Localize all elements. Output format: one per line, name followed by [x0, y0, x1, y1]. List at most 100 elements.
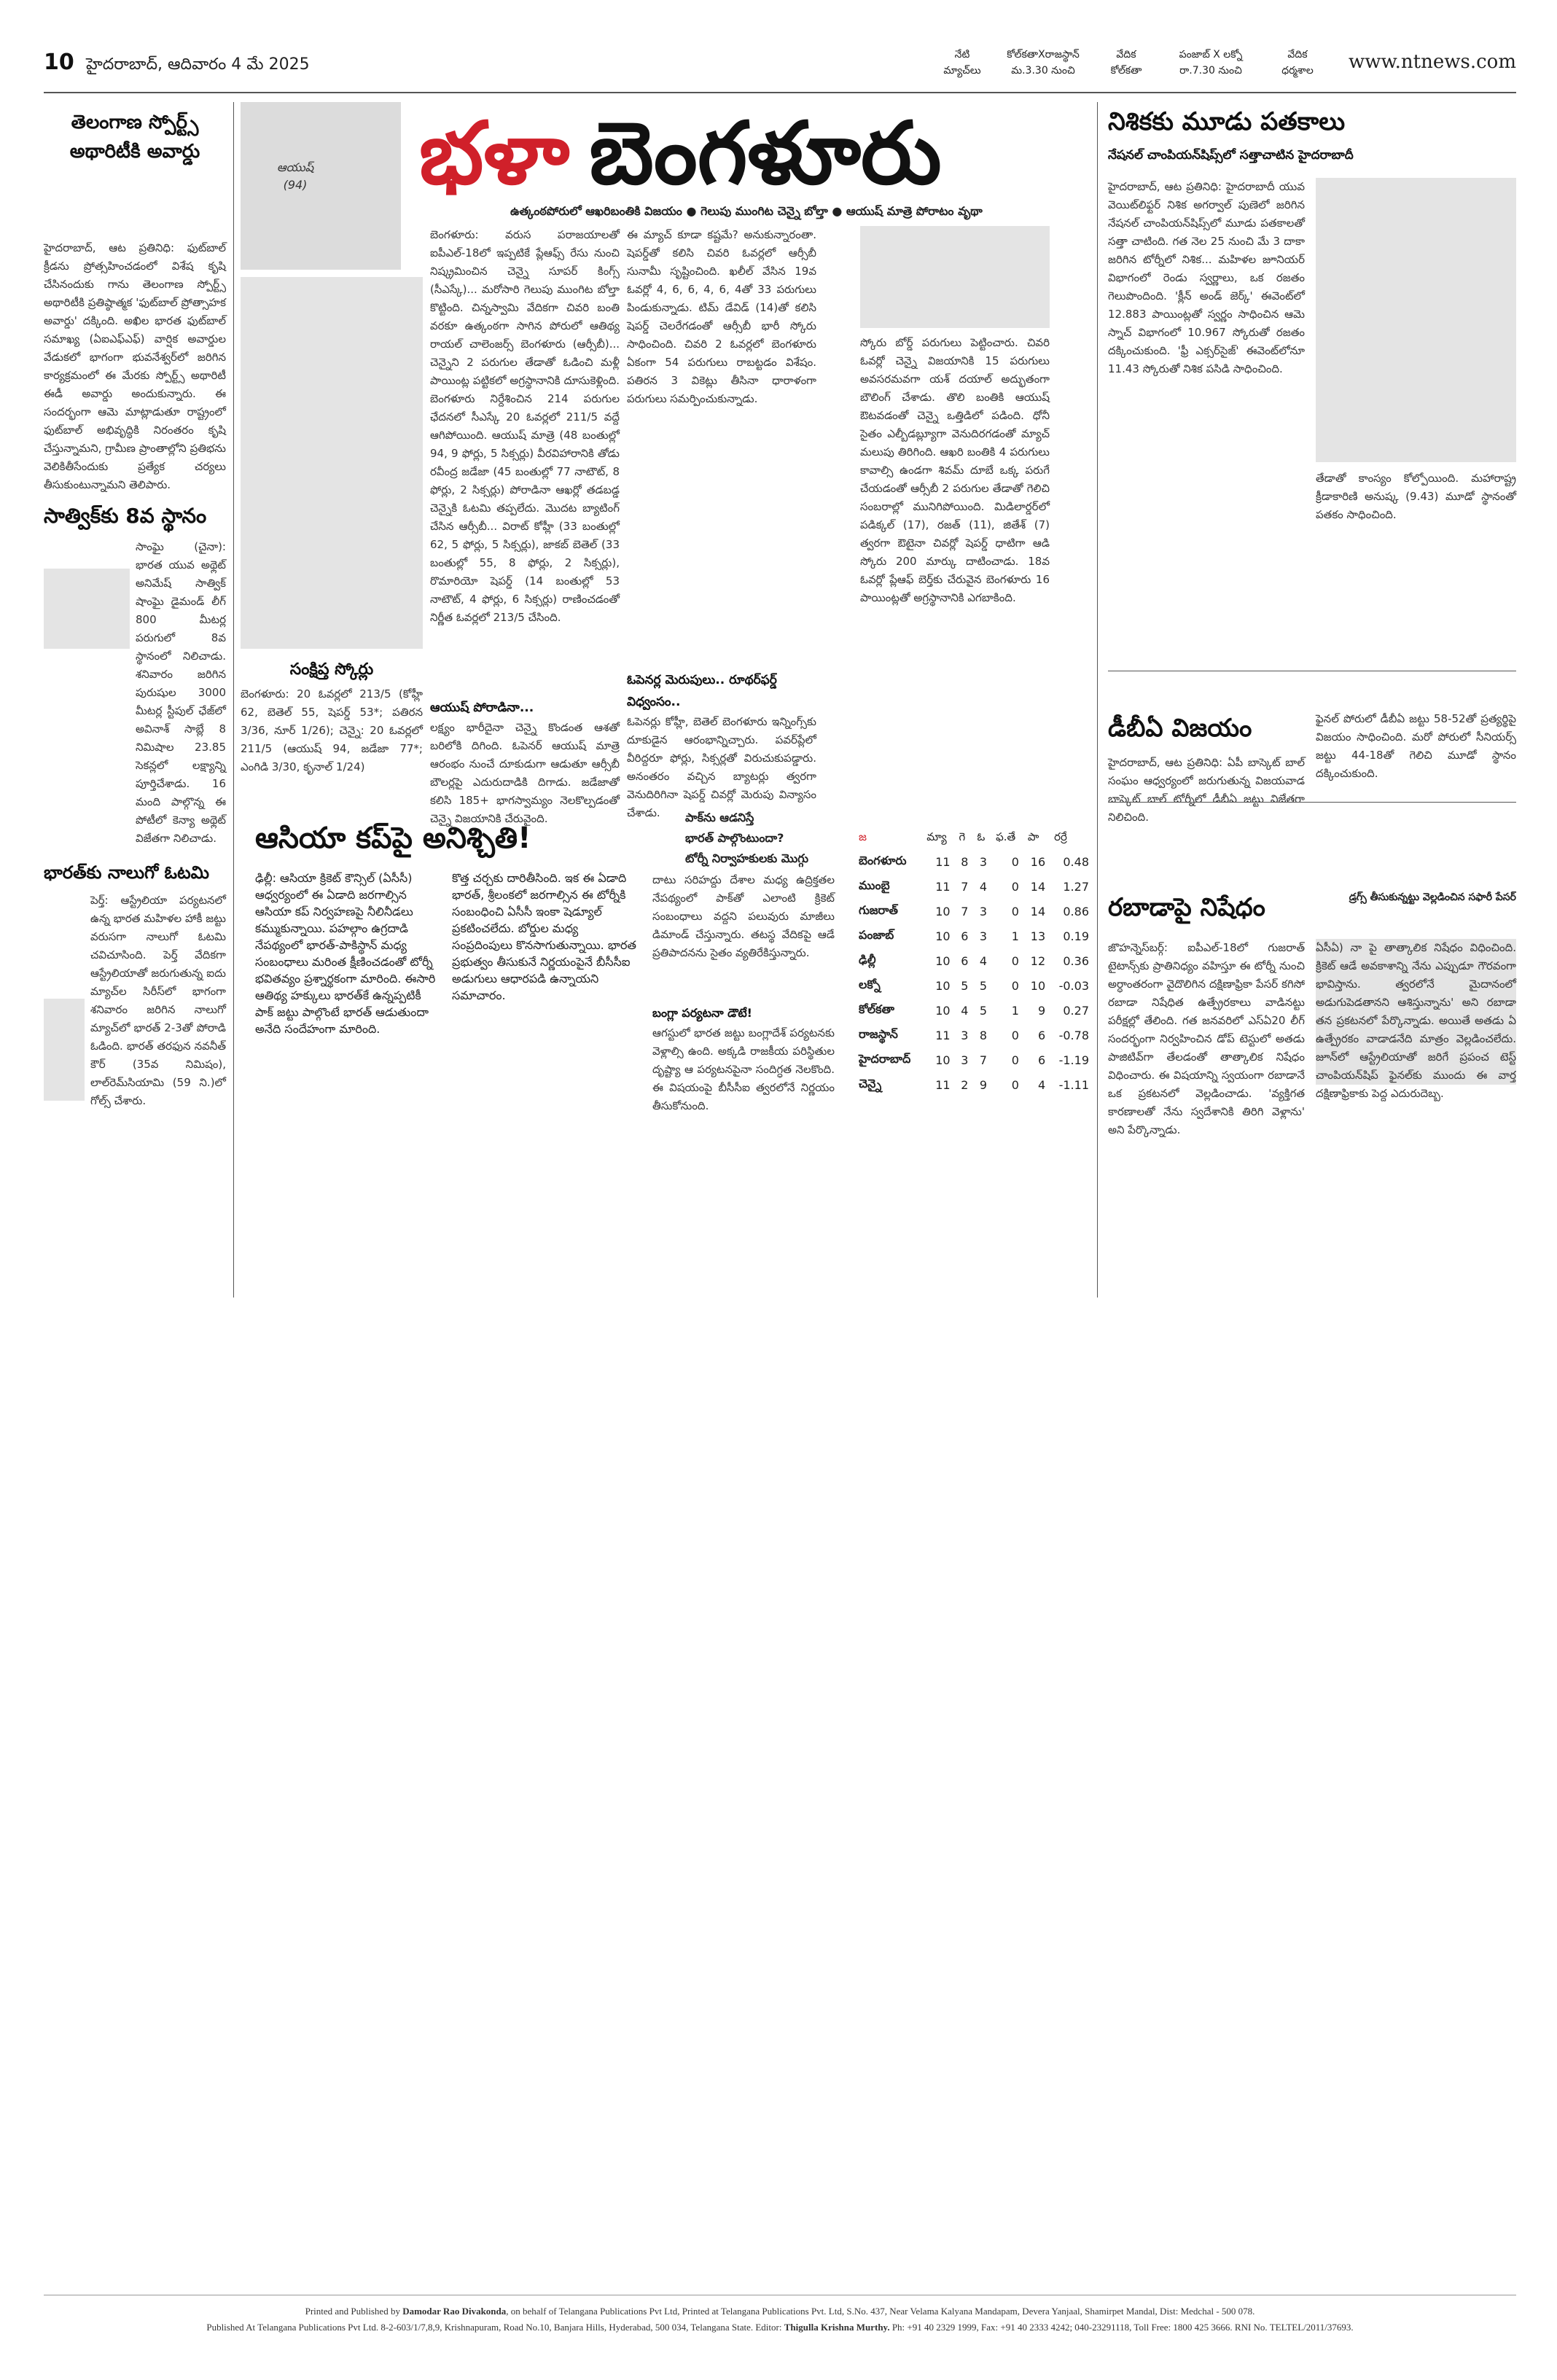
scoreboard-title: సంక్షిప్త స్కోర్లు: [289, 660, 374, 679]
table-cell: 0: [1011, 1053, 1019, 1067]
story-title: నిశికకు మూడు పతకాలు: [1108, 107, 1346, 136]
main-story-col-1: బెంగళూరు: వరుస పరాజయాలతో ఐపీఎల్-18లో ఇప్…: [430, 226, 620, 825]
table-cell: 6: [1037, 1028, 1046, 1042]
story-subhead: ఆయుష్ పోరాడినా...: [430, 701, 534, 715]
table-cell: 3: [979, 929, 988, 943]
fixture-venue-2: వేదిక ధర్మశాల: [1281, 49, 1314, 77]
table-cell: 0.36: [1063, 953, 1089, 968]
table-cell: -1.11: [1058, 1077, 1089, 1092]
points-table-header-cell: రర్రే: [1054, 830, 1067, 843]
website-link[interactable]: www.ntnews.com: [1348, 51, 1516, 73]
asia-cup-col-c: దాటు సరిహద్దు దేశాల మధ్య ఉద్రిక్తతల నేపథ…: [652, 873, 835, 1112]
table-cell: 3: [961, 1028, 969, 1042]
column-rule: [1097, 102, 1098, 1298]
left-column: తెలంగాణ స్పోర్ట్స్ అథారిటీకి అవార్డు హైద…: [44, 102, 226, 1298]
team-name: లక్నో: [859, 977, 881, 991]
header-rule: [44, 92, 1516, 93]
table-cell: 11: [935, 1077, 951, 1092]
table-cell: -0.03: [1058, 978, 1089, 993]
imprint-line: Printed and Published by Damodar Rao Div…: [305, 2306, 1255, 2317]
table-cell: 8: [961, 854, 969, 869]
story-body: ఫైనల్ పోరులో డీబీఏ జట్టు 58-52తో ప్రత్యర…: [1316, 712, 1516, 780]
table-cell: 11: [935, 854, 951, 869]
points-table-header-cell: పా: [1027, 830, 1039, 843]
page-header: 10 హైదరాబాద్, ఆదివారం 4 మే 2025 నేటి మ్య…: [44, 45, 1516, 89]
match-photo: [860, 226, 1050, 328]
fixture-match-2: పంజాబ్ X లక్నో రా.7.30 నుంచి: [1179, 49, 1243, 77]
asia-cup-col-b: కొత్త చర్చకు దారితీసింది. ఇక ఈ ఏడాది భార…: [452, 871, 636, 1002]
story-title: సాత్విక్‌కు 8వ స్థానం: [44, 504, 207, 528]
story-body: సాంఘై (చైనా): భారత యువ అథ్లెట్ అనిమేష్ స…: [136, 540, 226, 845]
section-rule: [1108, 802, 1516, 803]
table-cell: 3: [979, 904, 988, 918]
points-table-header-cell: మ్యా: [926, 830, 947, 843]
points-table-header-cell: గె: [959, 830, 966, 843]
table-cell: 4: [979, 879, 988, 894]
table-cell: 8: [979, 1028, 988, 1042]
team-name: రాజస్థాన్: [859, 1026, 898, 1041]
banner-photo: [241, 102, 401, 270]
table-cell: 16: [1030, 854, 1046, 869]
points-table-header-cell: జ: [859, 830, 867, 843]
asia-cup-kicker: పాక్‌ను ఆడనిస్తే భారత్ పాల్గొంటుందా? టోర…: [685, 811, 809, 865]
table-cell: 14: [1030, 904, 1046, 918]
table-cell: 0: [1011, 953, 1019, 968]
rabada-photo: [1316, 939, 1516, 1085]
table-cell: 0: [1011, 1077, 1019, 1092]
table-cell: 4: [979, 953, 988, 968]
story-subtitle: నేషనల్ చాంపియన్‌షిప్స్‌లో సత్తాచాటిన హైద…: [1108, 148, 1354, 163]
right-column: నిశికకు మూడు పతకాలు నేషనల్ చాంపియన్‌షిప్…: [1108, 102, 1516, 1298]
table-cell: 0.48: [1063, 854, 1089, 869]
table-cell: 0.86: [1063, 904, 1089, 918]
story-body: ఏసీఏ) నా పై తాత్కాలిక నిషేధం విధించింది.…: [1316, 941, 1516, 1100]
story-body: ఓపెనర్లు కోహ్లీ, బెతెల్ బెంగళూరు ఇన్నింగ…: [627, 715, 816, 819]
story-subhead: ఓపెనర్ల మెరుపులు.. రూథర్‌ఫర్డ్ విధ్వంసం.…: [627, 673, 777, 709]
table-cell: 3: [979, 854, 988, 869]
table-cell: 0: [1011, 904, 1019, 918]
table-cell: 6: [961, 953, 969, 968]
team-name: కోల్‌కతా: [859, 1002, 894, 1016]
table-cell: 0: [1011, 1028, 1019, 1042]
main-story-col-3: స్కోరు బోర్డ్ పరుగులు పెట్టించారు. చివరి…: [860, 226, 1050, 809]
table-cell: 10: [935, 929, 951, 943]
table-cell: 0: [1011, 854, 1019, 869]
hockey-photo: [44, 999, 85, 1101]
column-rule: [233, 102, 234, 1298]
story-body: హైదరాబాద్, ఆట ప్రతినిధి: ఏపీ బాస్కెట్ బా…: [1108, 756, 1305, 824]
table-cell: 10: [935, 1053, 951, 1067]
team-name: పంజాబ్: [859, 927, 894, 942]
table-cell: 11: [935, 1028, 951, 1042]
photo-caption: ఆయుష్ (94): [276, 160, 314, 192]
fixtures-box: నేటి మ్యాచ్‌లు కోల్‌కతాXరాజస్థాన్ మ.3.30…: [940, 47, 1349, 83]
points-table-header-cell: ఓ: [977, 830, 986, 843]
fixtures-label: నేటి మ్యాచ్‌లు: [943, 49, 981, 77]
asia-cup-headline: ఆసియా కప్‌పై అనిశ్చితి!: [255, 822, 531, 855]
table-cell: 4: [961, 1003, 969, 1018]
scoreboard-photo: [241, 277, 423, 649]
table-cell: 7: [979, 1053, 988, 1067]
table-cell: 2: [961, 1077, 969, 1092]
table-cell: 1: [1011, 1003, 1019, 1018]
table-cell: 5: [961, 978, 969, 993]
story-title: డీబీఏ విజయం: [1108, 714, 1252, 743]
story-body: బెంగళూరు: వరుస పరాజయాలతో ఐపీఎల్-18లో ఇప్…: [430, 228, 620, 624]
table-cell: 10: [935, 953, 951, 968]
table-cell: 10: [935, 904, 951, 918]
table-cell: 1: [1011, 929, 1019, 943]
story-subhead: బంగ్లా పర్యటనా డౌటే!: [652, 1006, 752, 1020]
story-title: భారత్‌కు నాలుగో ఓటమి: [44, 862, 209, 883]
team-name: గుజరాత్: [859, 902, 899, 917]
story-body: తేడాతో కాంస్యం కోల్పోయింది. మహారాష్ట్ర క…: [1316, 472, 1516, 521]
page-number: 10: [44, 50, 74, 75]
story-body: హైదరాబాద్, ఆట ప్రతినిధి: హైదరాబాదీ యువ వ…: [1108, 180, 1305, 375]
table-cell: 9: [979, 1077, 988, 1092]
fixture-venue-1: వేదిక కోల్‌కతా: [1110, 49, 1142, 77]
table-cell: 0: [1011, 978, 1019, 993]
table-cell: -1.19: [1058, 1053, 1089, 1067]
